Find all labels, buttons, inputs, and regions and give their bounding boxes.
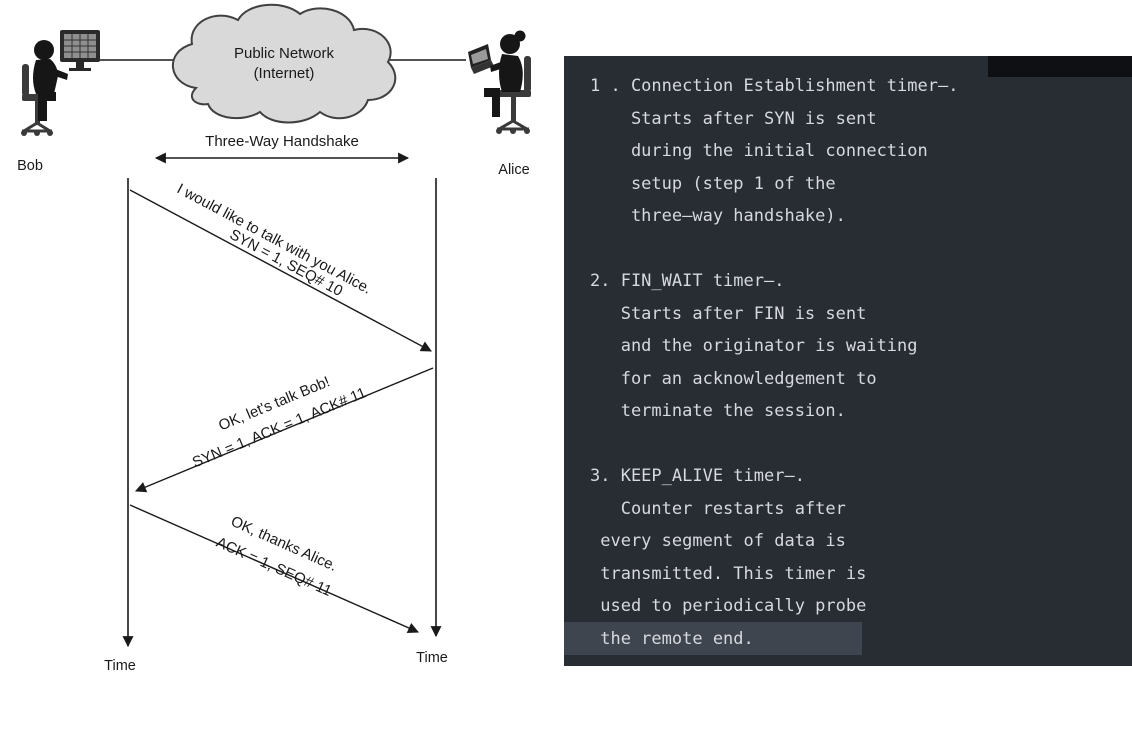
cloud-label-line1: Public Network: [234, 45, 335, 62]
public-network-cloud: Public Network (Internet): [172, 3, 397, 124]
message-arrow-syn: [129, 189, 432, 352]
tcp-timers-text: 1 . Connection Establishment timer—. Sta…: [590, 76, 959, 649]
bob-head: [34, 40, 54, 60]
time-label-right: Time: [416, 650, 448, 666]
cloud-label-line2: (Internet): [254, 65, 315, 82]
alice-laptop: [468, 44, 494, 74]
handshake-diagram: Public Network (Internet) Bob: [17, 3, 531, 674]
message-arrow-ack: [129, 504, 420, 634]
alice-figure: [468, 30, 531, 134]
selected-line-highlight: [564, 622, 862, 655]
alice-hair-bun: [514, 30, 526, 42]
message-arrow-synack: [134, 367, 434, 493]
bob-computer: [60, 30, 100, 71]
alice-chair-back: [524, 56, 531, 92]
bob-figure: [21, 30, 100, 136]
cloud-shape: [172, 3, 397, 124]
alice-head: [500, 34, 520, 54]
bob-label: Bob: [17, 158, 43, 174]
tcp-timers-notes-panel[interactable]: 1 . Connection Establishment timer—. Sta…: [564, 56, 1132, 666]
bob-chair-back: [22, 64, 29, 96]
time-label-left: Time: [104, 658, 136, 674]
alice-label: Alice: [498, 162, 529, 178]
handshake-label: Three-Way Handshake: [205, 133, 359, 150]
top-right-dark-box: [988, 56, 1132, 77]
message-text-syn: I would like to talk with you Alice.: [174, 180, 374, 297]
